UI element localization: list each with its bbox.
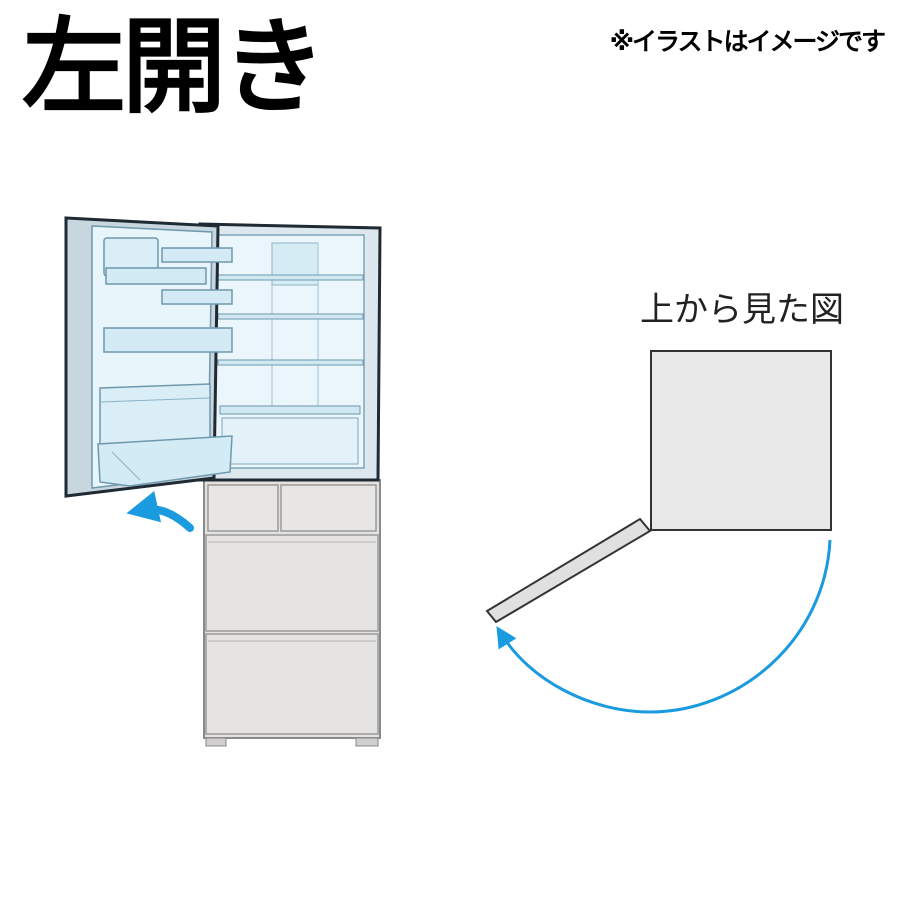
refrigerator-front-view (64, 216, 382, 747)
top-view-body (650, 350, 832, 531)
image-disclaimer: ※イラストはイメージです (609, 27, 886, 56)
door-swing-path-icon (496, 539, 832, 714)
refrigerator-top-view (485, 350, 832, 714)
freezer-drawer (205, 633, 379, 735)
door-pockets (97, 237, 233, 487)
top-view-open-door (485, 517, 652, 624)
fridge-foot-right (355, 737, 379, 747)
small-drawer-left (207, 484, 279, 532)
small-drawer-right (280, 484, 377, 532)
fridge-foot-left (205, 737, 227, 747)
interior-shelves (217, 274, 364, 465)
door-swing-arrow-icon (126, 490, 194, 532)
vegetable-drawer (205, 534, 379, 632)
page-title: 左開き (22, 6, 326, 128)
top-view-caption: 上から見た図 (640, 290, 844, 330)
